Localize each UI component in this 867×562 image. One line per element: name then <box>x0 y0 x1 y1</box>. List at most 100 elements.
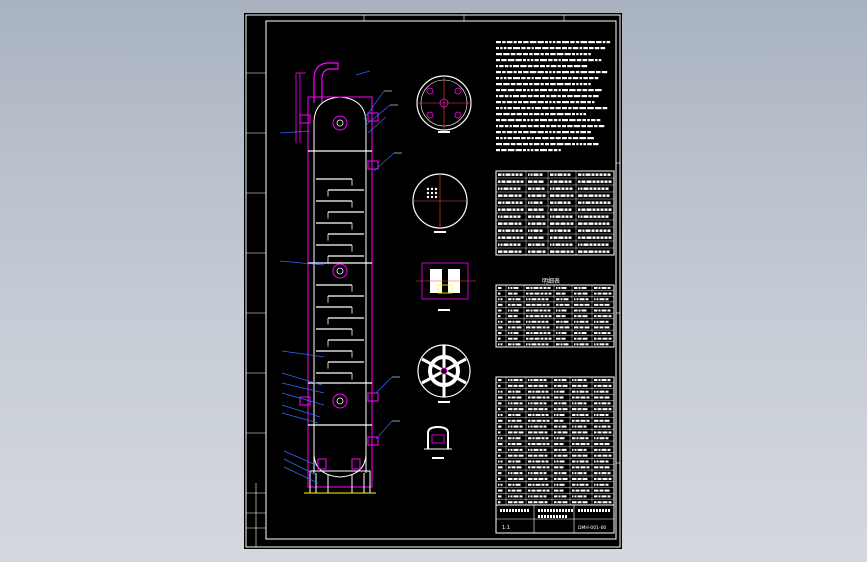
note-glyph <box>580 101 587 104</box>
cell-glyph <box>565 215 569 218</box>
cell-glyph <box>572 443 575 446</box>
cell-glyph <box>512 390 515 393</box>
note-glyph <box>523 131 529 134</box>
cell-glyph <box>594 315 597 318</box>
note-glyph <box>510 83 516 86</box>
cell-glyph <box>604 208 608 211</box>
note-glyph <box>579 47 583 50</box>
tower-vessel[interactable] <box>295 62 379 494</box>
cell-glyph <box>596 180 600 183</box>
title-glyph <box>581 509 583 512</box>
cell-glyph <box>598 495 601 498</box>
cell-glyph <box>533 180 538 183</box>
side-nozzles <box>299 112 379 470</box>
title-glyph <box>556 509 558 512</box>
cell-glyph <box>534 337 540 340</box>
note-glyph <box>588 41 595 44</box>
detail-view-b[interactable] <box>412 173 468 233</box>
cell-glyph <box>526 332 530 335</box>
cell-glyph <box>538 384 544 387</box>
cell-glyph <box>578 201 582 204</box>
manhole-middle[interactable] <box>332 263 348 279</box>
cell-glyph <box>513 379 519 382</box>
note-glyph <box>521 77 526 80</box>
title-glyph <box>584 509 586 512</box>
cell-glyph <box>594 437 596 440</box>
note-glyph <box>588 83 591 86</box>
cell-glyph <box>594 425 598 428</box>
note-glyph <box>556 113 564 116</box>
detail-view-e[interactable] <box>424 425 452 459</box>
cell-glyph <box>556 315 561 318</box>
cell-glyph <box>567 201 571 204</box>
cell-glyph <box>572 419 575 422</box>
note-glyph <box>583 53 588 56</box>
cell-glyph <box>508 413 512 416</box>
cell-glyph <box>569 187 573 190</box>
note-glyph <box>579 77 583 80</box>
title-block[interactable]: 1:1 DMH-001-00 <box>495 504 615 534</box>
cell-glyph <box>510 495 513 498</box>
cell-glyph <box>554 408 557 411</box>
cell-glyph <box>586 419 590 422</box>
cell-glyph <box>518 408 524 411</box>
cell-glyph <box>526 303 531 306</box>
cell-glyph <box>512 298 515 301</box>
detail-view-d[interactable] <box>417 344 471 403</box>
cell-glyph <box>498 337 501 340</box>
cell-glyph <box>541 343 545 346</box>
note-glyph <box>587 107 594 110</box>
title-glyph <box>559 515 561 518</box>
note-glyph <box>569 89 576 92</box>
cell-glyph <box>559 460 565 463</box>
cell-glyph <box>554 431 557 434</box>
cell-glyph <box>576 483 579 486</box>
note-glyph <box>496 83 502 86</box>
cell-glyph <box>596 437 599 440</box>
cell-glyph <box>531 396 536 399</box>
cell-glyph <box>528 431 533 434</box>
note-glyph <box>515 89 522 92</box>
detail-view-a[interactable] <box>416 75 472 133</box>
cell-glyph <box>511 443 516 446</box>
cell-glyph <box>508 425 510 428</box>
cell-glyph <box>599 173 603 176</box>
cell-glyph <box>513 286 519 289</box>
note-glyph <box>523 83 528 86</box>
cell-glyph <box>582 501 588 504</box>
cell-glyph <box>570 250 574 253</box>
note-glyph <box>504 125 509 128</box>
detail-view-c[interactable] <box>416 262 476 311</box>
cell-glyph <box>555 250 560 253</box>
cell-glyph <box>526 292 529 295</box>
cell-glyph <box>528 477 533 480</box>
manhole-bottom[interactable] <box>332 393 348 409</box>
base-skirt <box>309 470 371 494</box>
manhole-top[interactable] <box>332 115 348 131</box>
cell-glyph <box>532 243 535 246</box>
cell-glyph <box>510 472 513 475</box>
cell-glyph <box>594 303 599 306</box>
cell-glyph <box>607 286 611 289</box>
cell-glyph <box>528 236 533 239</box>
cell-glyph <box>594 483 596 486</box>
cell-glyph <box>597 477 602 480</box>
cell-glyph <box>560 320 563 323</box>
cell-glyph <box>544 408 548 411</box>
cell-glyph <box>598 448 601 451</box>
note-glyph <box>579 137 587 140</box>
cell-glyph <box>559 489 564 492</box>
note-glyph <box>502 131 506 134</box>
cell-glyph <box>528 215 532 218</box>
cell-glyph <box>600 208 604 211</box>
cell-glyph <box>557 229 563 232</box>
cell-glyph <box>608 384 612 387</box>
note-glyph <box>571 113 575 116</box>
cell-glyph <box>556 483 559 486</box>
cell-glyph <box>560 298 563 301</box>
note-glyph <box>561 125 566 128</box>
note-glyph <box>516 83 522 86</box>
note-glyph <box>561 101 569 104</box>
cell-glyph <box>513 408 518 411</box>
